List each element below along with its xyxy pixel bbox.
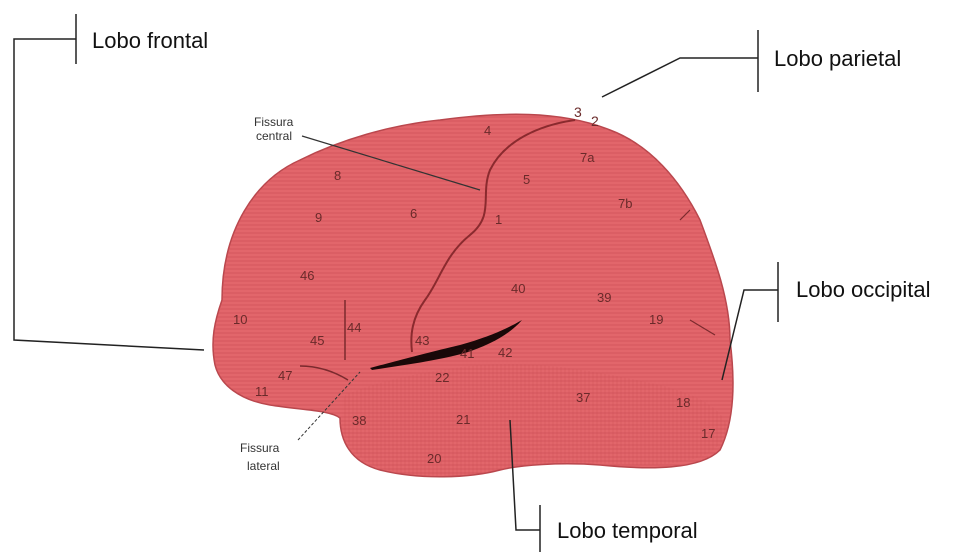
occipital-lobe-label: Lobo occipital (796, 277, 931, 303)
parietal-bracket (602, 30, 758, 97)
area-42: 42 (498, 345, 512, 360)
area-19: 19 (649, 312, 663, 327)
area-22: 22 (435, 370, 449, 385)
area-4: 4 (484, 123, 491, 138)
central-fissure-label-1: Fissura (254, 115, 294, 129)
area-17: 17 (701, 426, 715, 441)
area-41: 41 (460, 346, 474, 361)
area-7a: 7a (580, 150, 595, 165)
area-39: 39 (597, 290, 611, 305)
area-6: 6 (410, 206, 417, 221)
frontal-bracket (14, 14, 204, 350)
area-18: 18 (676, 395, 690, 410)
area-2: 2 (591, 113, 599, 129)
area-21: 21 (456, 412, 470, 427)
lateral-fissure-label-1: Fissura (240, 441, 280, 455)
lateral-fissure-label-2: lateral (247, 459, 280, 473)
central-fissure-label-2: central (256, 129, 292, 143)
area-38: 38 (352, 413, 366, 428)
area-10: 10 (233, 312, 247, 327)
area-3: 3 (574, 104, 582, 120)
area-40: 40 (511, 281, 525, 296)
area-37: 37 (576, 390, 590, 405)
area-5: 5 (523, 172, 530, 187)
area-20: 20 (427, 451, 441, 466)
temporal-lobe-label: Lobo temporal (557, 518, 698, 544)
area-45: 45 (310, 333, 324, 348)
area-44: 44 (347, 320, 361, 335)
area-8: 8 (334, 168, 341, 183)
area-9: 9 (315, 210, 322, 225)
area-43: 43 (415, 333, 429, 348)
area-47: 47 (278, 368, 292, 383)
area-11: 11 (255, 384, 269, 399)
area-46: 46 (300, 268, 314, 283)
area-1: 1 (495, 212, 502, 227)
parietal-lobe-label: Lobo parietal (774, 46, 901, 72)
frontal-lobe-label: Lobo frontal (92, 28, 208, 54)
area-7b: 7b (618, 196, 632, 211)
